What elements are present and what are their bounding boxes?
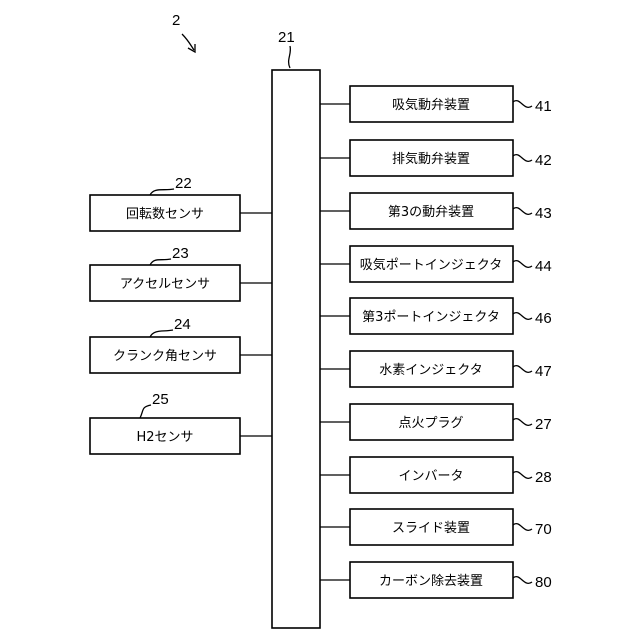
device-ref-number: 44 — [535, 258, 552, 275]
sensor-ref-leader — [150, 330, 173, 337]
device-ref-number: 27 — [535, 416, 552, 433]
device-label: スライド装置 — [392, 521, 470, 536]
sensor-ref-number: 25 — [152, 391, 169, 408]
device-label: 吸気動弁装置 — [392, 97, 470, 113]
device-ref-number: 42 — [535, 152, 552, 169]
figure-ref-leader — [182, 34, 194, 50]
device-label: 水素インジェクタ — [379, 363, 482, 378]
sensor-ref-leader — [150, 189, 174, 195]
sensor-block: H2センサ 25 — [90, 391, 272, 454]
device-ref-number: 43 — [535, 205, 552, 222]
device-ref-leader — [513, 155, 532, 162]
device-label: インバータ — [398, 469, 463, 484]
figure-ref-number: 2 — [172, 12, 180, 29]
device-label: 吸気ポートインジェクタ — [360, 257, 502, 273]
device-ref-leader — [513, 261, 532, 268]
sensor-block: アクセルセンサ 23 — [90, 245, 272, 301]
device-ref-leader — [513, 208, 532, 215]
device-block: スライド装置 70 — [320, 509, 552, 545]
sensors-group: 回転数センサ 22 アクセルセンサ 23 クランク角センサ 24H2センサ 25 — [90, 175, 272, 454]
device-ref-number: 80 — [535, 574, 552, 591]
sensor-label: クランク角センサ — [113, 349, 217, 364]
device-block: カーボン除去装置 80 — [320, 562, 552, 598]
device-ref-leader — [513, 366, 532, 373]
sensor-ref-number: 24 — [174, 316, 191, 333]
device-ref-number: 70 — [535, 521, 552, 538]
sensor-label: H2センサ — [136, 430, 193, 445]
controller-box — [272, 70, 320, 628]
controller-ref-number: 21 — [278, 29, 295, 46]
device-label: 第3の動弁装置 — [388, 205, 474, 220]
sensor-label: 回転数センサ — [126, 207, 204, 222]
device-ref-number: 46 — [535, 310, 552, 327]
sensor-block: クランク角センサ 24 — [90, 316, 272, 373]
device-ref-leader — [513, 472, 532, 479]
device-ref-number: 47 — [535, 363, 552, 380]
controller-ref-leader — [289, 46, 291, 68]
sensor-ref-leader — [150, 259, 171, 265]
device-ref-leader — [513, 524, 532, 531]
device-block: 吸気動弁装置 41 — [320, 86, 552, 122]
device-ref-leader — [513, 419, 532, 426]
sensor-block: 回転数センサ 22 — [90, 175, 272, 231]
device-label: カーボン除去装置 — [379, 574, 483, 589]
device-ref-leader — [513, 313, 532, 320]
devices-group: 吸気動弁装置 41 排気動弁装置 42 第3の動弁装置 43 吸気ポートインジェクタ 44 第3… — [320, 86, 552, 598]
sensor-label: アクセルセンサ — [120, 277, 210, 292]
device-block: インバータ 28 — [320, 457, 552, 493]
device-block: 点火プラグ 27 — [320, 404, 552, 440]
sensor-ref-leader — [140, 405, 151, 418]
device-label: 第3ポートインジェクタ — [362, 310, 500, 325]
device-ref-number: 28 — [535, 469, 552, 486]
device-ref-leader — [513, 577, 532, 584]
device-block: 水素インジェクタ 47 — [320, 351, 552, 387]
device-ref-number: 41 — [535, 98, 552, 115]
device-label: 排気動弁装置 — [392, 151, 470, 167]
device-label: 点火プラグ — [398, 416, 463, 431]
device-block: 排気動弁装置 42 — [320, 140, 552, 176]
sensor-ref-number: 23 — [172, 245, 189, 262]
device-block: 第3の動弁装置 43 — [320, 193, 552, 229]
device-ref-leader — [513, 101, 532, 108]
sensor-ref-number: 22 — [175, 175, 192, 192]
device-block: 吸気ポートインジェクタ 44 — [320, 246, 552, 282]
device-block: 第3ポートインジェクタ 46 — [320, 298, 552, 334]
